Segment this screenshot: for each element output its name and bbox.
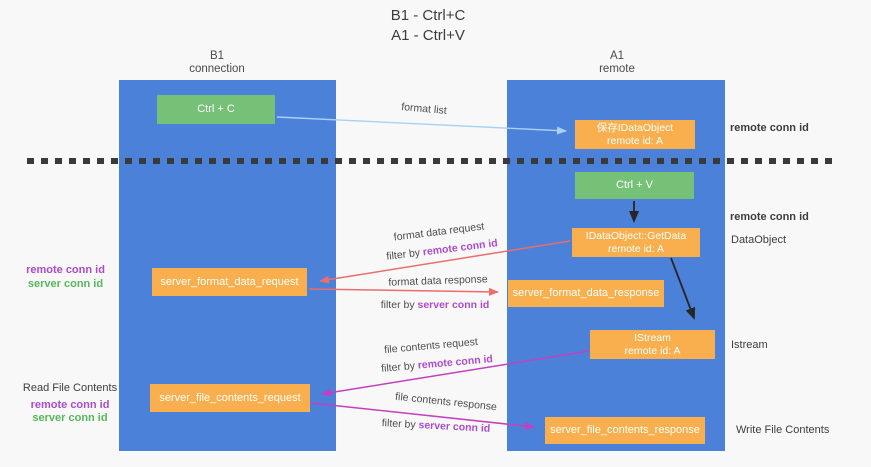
- node-file-request-label: server_file_contents_request: [159, 391, 301, 404]
- node-istream-line2: remote id: A: [624, 344, 681, 357]
- lane-left-subtitle: connection: [189, 63, 245, 75]
- remote-conn-id-text: remote conn id: [417, 353, 494, 372]
- node-format-response-label: server_format_data_response: [512, 287, 660, 299]
- filter-prefix-text: filter by: [380, 299, 418, 311]
- title-line-2: A1 - Ctrl+V: [391, 27, 465, 44]
- side-block-read-file-contents: Read File Contents remote conn id server…: [14, 382, 126, 426]
- arrow-format-data-response: [308, 287, 499, 296]
- node-ctrl-c: Ctrl + C: [157, 95, 275, 124]
- side-label-left-remote-conn-id-bottom: remote conn id: [30, 398, 110, 411]
- side-label-remote-conn-id-top: remote conn id: [730, 122, 809, 134]
- filter-prefix-text: filter by: [385, 246, 424, 263]
- side-label-left-remote-conn-id-top: remote conn id: [26, 264, 105, 276]
- side-label-read-file-contents: Read File Contents: [22, 382, 118, 394]
- side-label-remote-conn-id-mid: remote conn id: [730, 211, 809, 223]
- side-label-left-server-conn-id-bottom: server conn id: [32, 412, 108, 424]
- filter-prefix-text: filter by: [381, 417, 419, 432]
- node-server-file-contents-response: server_file_contents_response: [545, 417, 705, 444]
- node-ctrl-v-label: Ctrl + V: [616, 179, 653, 191]
- edge-label-format-list: format list: [400, 101, 448, 117]
- diagram-title: B1 - Ctrl+C A1 - Ctrl+V: [278, 6, 578, 46]
- title-line-1: B1 - Ctrl+C: [390, 7, 466, 24]
- node-ctrl-c-label: Ctrl + C: [197, 103, 235, 115]
- edge-label-filter-by-remote-2: filter by remote conn id: [381, 353, 494, 375]
- node-file-response-label: server_file_contents_response: [550, 424, 700, 436]
- node-server-format-data-response: server_format_data_response: [508, 280, 664, 307]
- side-label-istream: Istream: [731, 339, 768, 351]
- lane-header-left: B1 connection: [157, 50, 277, 76]
- node-ctrl-v: Ctrl + V: [575, 172, 694, 199]
- filter-prefix-text: filter by: [380, 359, 419, 375]
- lane-right-name: A1: [609, 50, 625, 62]
- edge-label-format-data-response: format data response: [388, 273, 488, 289]
- edge-label-filter-by-server-2: filter by server conn id: [381, 417, 490, 435]
- node-getdata-line2: remote id: A: [607, 242, 665, 255]
- server-conn-id-text: server conn id: [417, 299, 490, 311]
- lane-left-name: B1: [209, 50, 225, 62]
- node-server-format-data-request: server_format_data_request: [152, 268, 307, 296]
- node-idataobject-getdata: IDataObject::GetData remote id: A: [572, 228, 700, 257]
- node-save-idataobject: 保存IDataObject remote id: A: [575, 120, 695, 149]
- side-label-left-server-conn-id-top: server conn id: [27, 277, 104, 290]
- edge-label-file-contents-response: file contents response: [394, 390, 498, 414]
- node-getdata-line1: IDataObject::GetData: [585, 230, 687, 242]
- remote-conn-id-text: remote conn id: [422, 237, 499, 259]
- lane-header-right: A1 remote: [557, 50, 677, 76]
- server-conn-id-text: server conn id: [418, 419, 491, 435]
- side-label-dataobject: DataObject: [731, 234, 787, 246]
- edge-label-file-contents-request: file contents request: [383, 335, 479, 357]
- side-label-write-file-contents: Write File Contents: [736, 424, 830, 436]
- node-server-file-contents-request: server_file_contents_request: [150, 384, 310, 412]
- lane-right-subtitle: remote: [599, 63, 635, 75]
- node-istream: IStream remote id: A: [590, 330, 715, 359]
- node-save-idataobject-line1: 保存IDataObject: [596, 122, 674, 134]
- node-format-request-label: server_format_data_request: [160, 275, 299, 288]
- edge-label-filter-by-server-1: filter by server conn id: [381, 299, 490, 311]
- side-block-conn-ids-top: remote conn id server conn id: [18, 264, 113, 291]
- node-save-idataobject-line2: remote id: A: [606, 134, 664, 147]
- node-istream-line1: IStream: [634, 332, 671, 344]
